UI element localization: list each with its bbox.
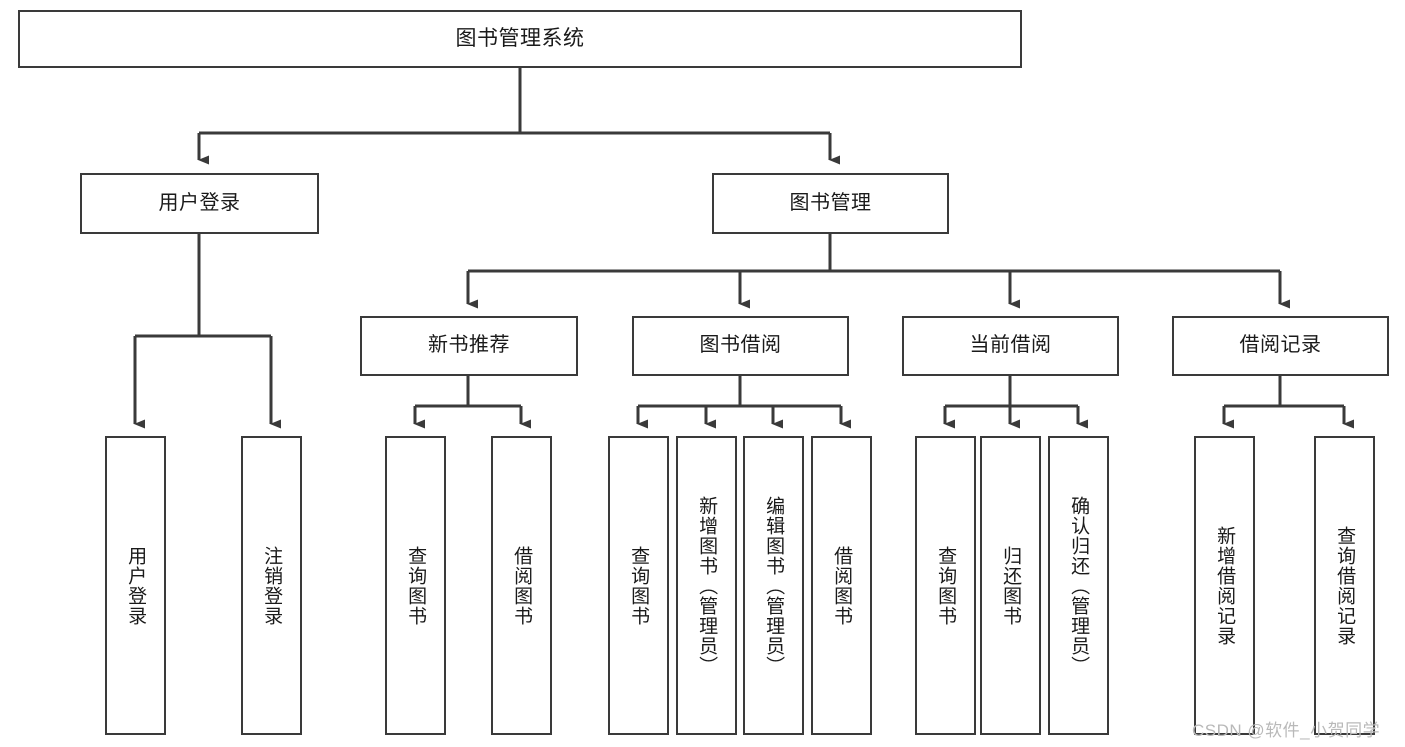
node-label: 用户登录 [125,545,147,626]
leaf-book-borrow-add-book-admin[interactable]: 新增图书（管理员） [676,436,737,735]
node-book-borrow[interactable]: 图书借阅 [632,316,849,376]
node-borrow-record[interactable]: 借阅记录 [1172,316,1389,376]
node-label: 新增借阅记录 [1214,525,1236,646]
node-label: 编辑图书（管理员） [763,495,785,676]
node-user-login[interactable]: 用户登录 [80,173,319,234]
node-current-borrow[interactable]: 当前借阅 [902,316,1119,376]
node-label: 新书推荐 [428,334,510,357]
leaf-new-book-borrow-book[interactable]: 借阅图书 [491,436,552,735]
node-label: 借阅记录 [1239,334,1322,357]
leaf-new-book-query-book[interactable]: 查询图书 [385,436,446,735]
node-label: 用户登录 [158,191,241,214]
leaf-borrow-record-query-record[interactable]: 查询借阅记录 [1314,436,1375,735]
leaf-current-borrow-query-book[interactable]: 查询图书 [915,436,976,735]
node-label: 新增图书（管理员） [696,495,718,676]
node-label: 借阅图书 [831,545,853,626]
leaf-book-borrow-borrow-book[interactable]: 借阅图书 [811,436,872,735]
leaf-borrow-record-add-record[interactable]: 新增借阅记录 [1194,436,1255,735]
leaf-user-login-login[interactable]: 用户登录 [105,436,166,735]
node-label: 查询借阅记录 [1334,525,1356,646]
node-label: 图书管理 [789,191,872,214]
node-label: 当前借阅 [969,334,1052,357]
watermark-csdn: CSDN @软件_小贺同学 [1192,721,1381,740]
leaf-user-login-logout[interactable]: 注销登录 [241,436,302,735]
node-label: 图书管理系统 [455,26,585,50]
leaf-book-borrow-query-book[interactable]: 查询图书 [608,436,669,735]
leaf-current-borrow-confirm-return-admin[interactable]: 确认归还（管理员） [1048,436,1109,735]
node-label: 归还图书 [1000,545,1022,626]
leaf-book-borrow-edit-book-admin[interactable]: 编辑图书（管理员） [743,436,804,735]
node-label: 借阅图书 [511,545,533,626]
node-root-book-management-system[interactable]: 图书管理系统 [18,10,1022,68]
node-label: 图书借阅 [699,334,782,357]
node-label: 确认归还（管理员） [1068,495,1090,676]
node-label: 查询图书 [628,545,650,626]
node-label: 注销登录 [261,545,283,626]
leaf-current-borrow-return-book[interactable]: 归还图书 [980,436,1041,735]
node-new-book-recommend[interactable]: 新书推荐 [360,316,578,376]
node-label: 查询图书 [405,545,427,626]
node-label: 查询图书 [935,545,957,626]
node-book-management[interactable]: 图书管理 [712,173,949,234]
